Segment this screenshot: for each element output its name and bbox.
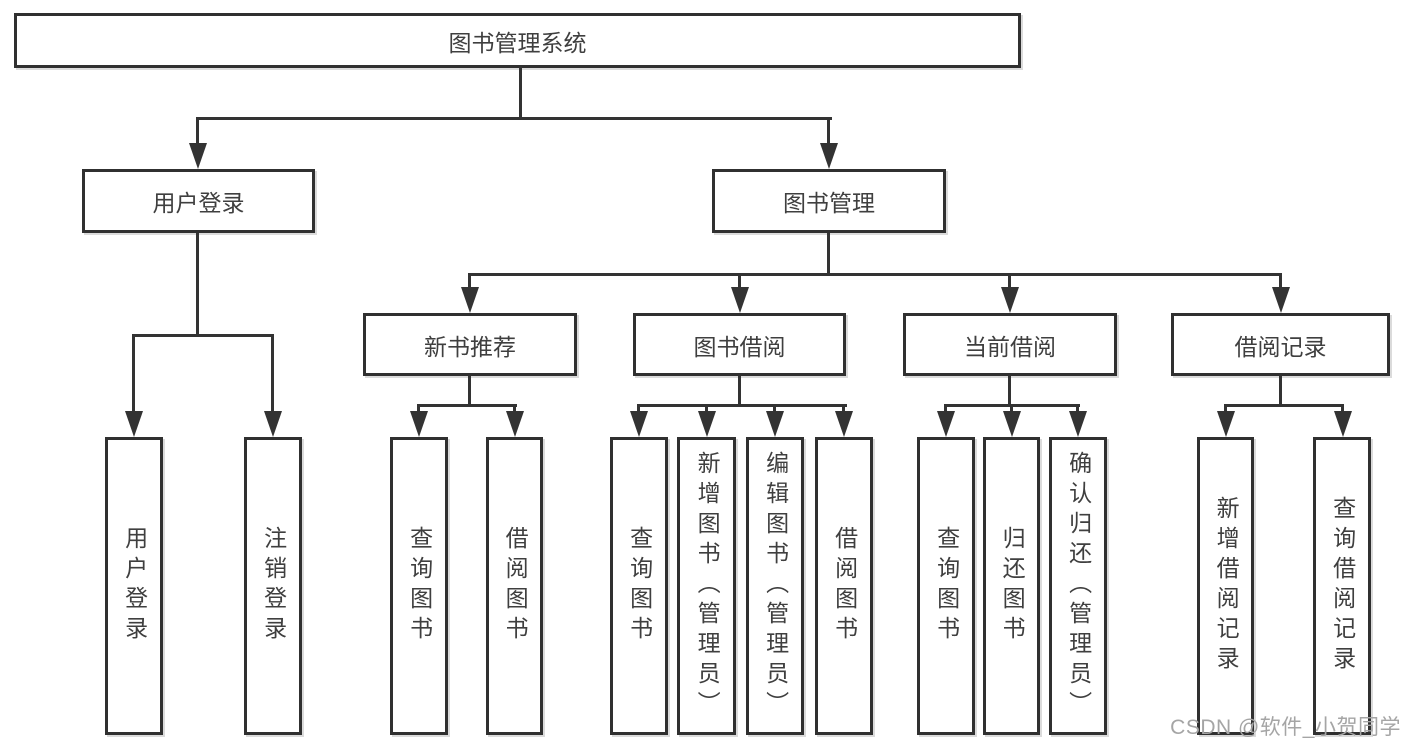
connector-login-shaft <box>196 117 199 147</box>
connector-newbook-stem <box>468 376 471 407</box>
node-book-borrowing: 图书借阅 <box>633 313 846 376</box>
arrow-down-icon <box>189 143 207 169</box>
arrow-down-icon <box>766 411 784 437</box>
connector-mgmt-stem <box>827 233 830 276</box>
arrow-down-icon <box>1001 287 1019 313</box>
leaf-add-books-admin: 新增图书（管理员） <box>677 437 736 735</box>
connector-record-branch <box>1224 404 1344 407</box>
leaf-confirm-return-admin: 确认归还（管理员） <box>1049 437 1107 735</box>
connector-newbook-branch <box>417 404 517 407</box>
connector-mgmt-branch <box>468 273 1282 276</box>
connector-current-child1-shaft <box>944 404 947 414</box>
leaf-logout: 注销登录 <box>244 437 302 735</box>
arrow-down-icon <box>630 411 648 437</box>
connector-login-stem <box>196 233 199 336</box>
leaf-return-books: 归还图书 <box>983 437 1040 735</box>
arrow-down-icon <box>264 411 282 437</box>
leaf-borrow-books-newbook: 借阅图书 <box>486 437 543 735</box>
arrow-down-icon <box>410 411 428 437</box>
node-current-borrowing: 当前借阅 <box>903 313 1117 376</box>
node-book-management: 图书管理 <box>712 169 946 233</box>
connector-current-stem <box>1008 376 1011 407</box>
connector-current-shaft <box>1008 273 1011 289</box>
connector-record-stem <box>1279 376 1282 407</box>
node-new-book-recommendation: 新书推荐 <box>363 313 577 376</box>
csdn-watermark: CSDN @软件_小贺同学 <box>1170 716 1401 739</box>
connector-login-branch <box>132 334 274 337</box>
connector-newbook-child2-shaft <box>513 404 516 414</box>
connector-current-child3-shaft <box>1076 404 1079 414</box>
connector-borrow-child4-shaft <box>842 404 845 414</box>
connector-record-child2-shaft <box>1341 404 1344 414</box>
connector-mgmt-shaft <box>827 117 830 147</box>
arrow-down-icon <box>1217 411 1235 437</box>
arrow-down-icon <box>731 287 749 313</box>
connector-root-branch <box>196 117 832 120</box>
leaf-query-borrow-record: 查询借阅记录 <box>1313 437 1371 735</box>
connector-current-child2-shaft <box>1010 404 1013 414</box>
connector-borrow-child2-shaft <box>705 404 708 414</box>
connector-root-stem <box>519 67 522 120</box>
leaf-query-books-borrow: 查询图书 <box>610 437 668 735</box>
arrow-down-icon <box>820 143 838 169</box>
arrow-down-icon <box>1272 287 1290 313</box>
leaf-add-borrow-record: 新增借阅记录 <box>1197 437 1254 735</box>
connector-borrow-branch <box>637 404 847 407</box>
leaf-query-books-current: 查询图书 <box>917 437 975 735</box>
arrow-down-icon <box>937 411 955 437</box>
arrow-down-icon <box>506 411 524 437</box>
leaf-edit-books-admin: 编辑图书（管理员） <box>746 437 804 735</box>
connector-record-shaft <box>1279 273 1282 289</box>
leaf-query-books-newbook: 查询图书 <box>390 437 448 735</box>
connector-logout-shaft <box>271 334 274 414</box>
arrow-down-icon <box>698 411 716 437</box>
connector-newbook-shaft <box>468 273 471 289</box>
connector-borrow-child3-shaft <box>773 404 776 414</box>
connector-newbook-child1-shaft <box>417 404 420 414</box>
arrow-down-icon <box>1069 411 1087 437</box>
connector-record-child1-shaft <box>1224 404 1227 414</box>
connector-borrow-stem <box>738 376 741 407</box>
arrow-down-icon <box>835 411 853 437</box>
arrow-down-icon <box>461 287 479 313</box>
arrow-down-icon <box>125 411 143 437</box>
node-borrowing-records: 借阅记录 <box>1171 313 1390 376</box>
node-library-management-system: 图书管理系统 <box>14 13 1021 68</box>
arrow-down-icon <box>1003 411 1021 437</box>
node-user-login: 用户登录 <box>82 169 315 233</box>
leaf-borrow-books: 借阅图书 <box>815 437 873 735</box>
arrow-down-icon <box>1334 411 1352 437</box>
connector-borrow-shaft <box>738 273 741 289</box>
connector-login1-shaft <box>132 334 135 414</box>
connector-borrow-child1-shaft <box>637 404 640 414</box>
leaf-user-login: 用户登录 <box>105 437 163 735</box>
